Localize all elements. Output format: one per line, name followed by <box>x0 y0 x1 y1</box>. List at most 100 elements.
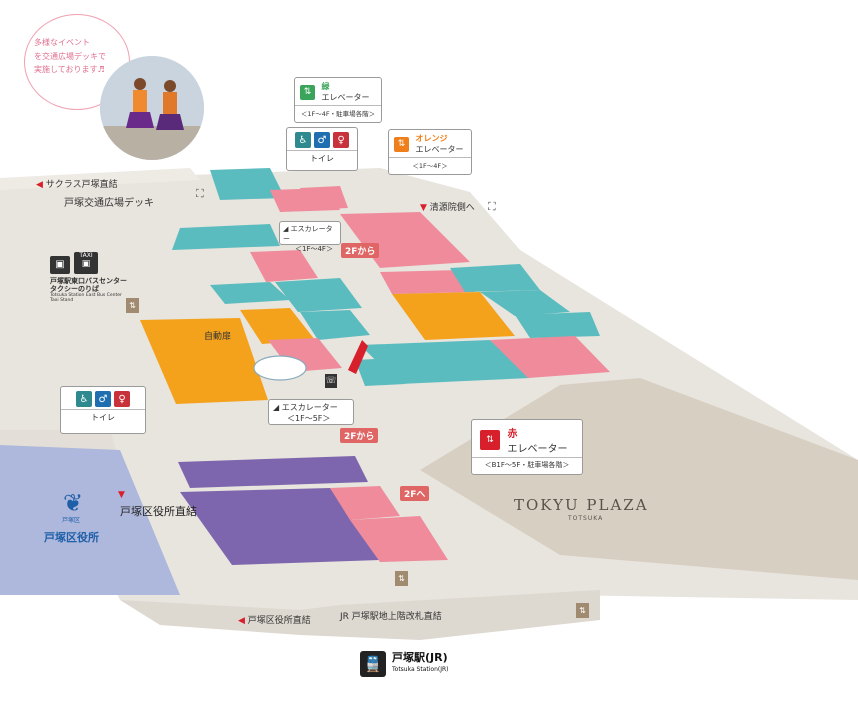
from-2f-badge: 2Fから <box>340 428 379 443</box>
bus-center-label: 戸塚駅東口バスセンター タクシーのりば Totsuka Station East… <box>50 277 127 303</box>
shop-pink <box>490 336 610 378</box>
wheelchair-icon: ♿ <box>76 391 92 407</box>
escalator-icon: ◢ <box>283 225 289 233</box>
elevator-name: エレベーター <box>321 93 370 102</box>
ward-direct-upper: ▼ <box>118 490 125 500</box>
escalator-box-lower: ◢ エスカレーター ＜1F～5F＞ <box>268 399 354 425</box>
shop-teal <box>300 310 370 340</box>
totsuka-ward-logo-icon: ❦ <box>62 489 84 517</box>
orange-elevator-box: ⇅ オレンジ エレベーター ＜1F～4F＞ <box>388 129 472 175</box>
station-name-en: Totsuka Station(JR) <box>392 666 449 673</box>
ward-direct-bottom: ◀ 戸塚区役所直結 <box>238 616 311 626</box>
shop-purple <box>180 488 380 565</box>
event-photo <box>100 56 204 160</box>
escalator-name: エスカレーター <box>283 225 333 243</box>
bus-icon: ▣ <box>50 256 70 274</box>
elevator-color-word: 緑 <box>321 82 330 91</box>
tokyu-plaza-title: TOKYU PLAZA <box>514 496 649 514</box>
elevator-color-word: オレンジ <box>415 134 448 143</box>
bubble-line-3: 実施しております♬ <box>34 65 105 75</box>
elevator-floors: ＜B1F～5F・駐車場各階＞ <box>472 457 582 470</box>
bus-en-2: Taxi Stand <box>50 298 74 304</box>
elevator-name: エレベーター <box>415 145 464 154</box>
elevator-icon: ⇅ <box>576 603 589 618</box>
shop-pink <box>250 250 318 282</box>
train-icon: 🚆 <box>360 651 386 677</box>
bus-line-1: 戸塚駅東口バスセンター <box>50 277 127 285</box>
deck-label: 戸塚交通広場デッキ <box>64 198 154 209</box>
toilet-box-upper: ♿ ♂ ♀ トイレ <box>286 127 358 171</box>
female-icon: ♀ <box>114 391 130 407</box>
toilet-label: トイレ <box>61 409 145 423</box>
shop-pink <box>300 186 348 210</box>
male-icon: ♂ <box>95 391 111 407</box>
shop-pink <box>380 270 475 294</box>
deck-area <box>0 168 200 190</box>
jr-gate-label: JR 戸塚駅地上階改札直結 <box>340 612 442 622</box>
taxi-icon: TAXI▣ <box>74 252 98 274</box>
escalator-box-upper: ◢ エスカレーター ＜1F～4F＞ <box>279 221 341 253</box>
elevator-icon: ⇅ <box>395 571 408 586</box>
shop-teal <box>360 340 530 384</box>
sakuras-direct-label: ◀ サクラス戸塚直結 <box>36 180 118 190</box>
tokyu-plaza-sub: TOTSUKA <box>568 515 604 522</box>
bus-en-1: Totsuka Station East Bus Center <box>50 293 122 299</box>
elevator-icon: ⇅ <box>480 430 500 450</box>
elevator-icon: ⇅ <box>300 84 315 100</box>
shop-teal <box>210 168 285 200</box>
shop-teal <box>275 278 362 312</box>
seigen-label: ▼ 清源院側へ <box>420 203 475 213</box>
event-bubble-text: 多様なイベント を交通広場デッキで 実施しております♬ <box>34 36 106 77</box>
shop-teal <box>480 290 570 316</box>
red-elevator-box: ⇅ 赤 エレベーター ＜B1F～5F・駐車場各階＞ <box>471 419 583 475</box>
elevator-name: エレベーター <box>507 444 568 455</box>
arrow-left-icon: ◀ <box>238 616 245 626</box>
green-elevator-box: ⇅ 緑 エレベーター ＜1F～4F・駐車場各階＞ <box>294 77 382 123</box>
auto-door-label: 自動扉 <box>204 332 232 342</box>
shop-orange <box>392 292 515 340</box>
shop-orange <box>140 318 268 404</box>
arrow-down-icon: ▼ <box>118 490 125 500</box>
shop-teal <box>355 358 405 386</box>
shop-purple <box>178 456 368 488</box>
female-icon: ♀ <box>333 132 349 148</box>
elevator-icon: ⇅ <box>394 136 409 152</box>
toilet-label: トイレ <box>287 150 357 164</box>
phone-icon: ☏ <box>325 374 337 388</box>
from-2f-badge: 2Fから <box>341 243 380 258</box>
taxi-badge: TAXI <box>79 252 93 259</box>
wheelchair-icon: ♿ <box>295 132 311 148</box>
ward-office-block <box>0 445 180 595</box>
shop-teal <box>450 264 540 292</box>
shop-teal <box>172 224 280 250</box>
shop-teal <box>210 282 290 304</box>
male-icon: ♂ <box>314 132 330 148</box>
escalator-name: エスカレーター <box>281 403 338 412</box>
arrow-up-icon <box>348 340 368 374</box>
elevator-color-word: 赤 <box>507 429 518 440</box>
ward-direct-upper-text: 戸塚区役所直結 <box>120 505 197 518</box>
station-name: 戸塚駅(JR) <box>392 651 448 664</box>
toilet-box-lower: ♿ ♂ ♀ トイレ <box>60 386 146 434</box>
arrow-down-icon: ▼ <box>420 203 427 213</box>
to-2f-badge: 2Fへ <box>400 486 430 501</box>
elevator-floors: ＜1F～4F＞ <box>389 157 471 170</box>
shop-pink <box>350 516 448 562</box>
escalator-floors: ＜1F～5F＞ <box>287 414 331 423</box>
seigen-text: 清源院側へ <box>429 203 475 213</box>
sakuras-text: サクラス戸塚直結 <box>45 180 118 190</box>
shop-pink <box>330 486 400 520</box>
ward-logo-caption: 戸塚区 <box>62 517 81 524</box>
ward-direct-text: 戸塚区役所直結 <box>247 616 311 626</box>
shop-teal <box>515 312 600 338</box>
elevator-icon: ⇅ <box>126 298 139 313</box>
ward-office-name: 戸塚区役所 <box>44 531 99 544</box>
walkway <box>120 590 600 640</box>
stairs-icon: ⛶ <box>488 200 496 213</box>
bus-line-2: タクシーのりば <box>50 285 99 294</box>
escalator-floors: ＜1F～4F＞ <box>295 245 333 253</box>
bubble-line-1: 多様なイベント <box>34 38 90 47</box>
stairs-icon: ⛶ <box>196 187 204 200</box>
auto-door-oval <box>253 355 307 381</box>
escalator-icon: ◢ <box>273 403 280 412</box>
